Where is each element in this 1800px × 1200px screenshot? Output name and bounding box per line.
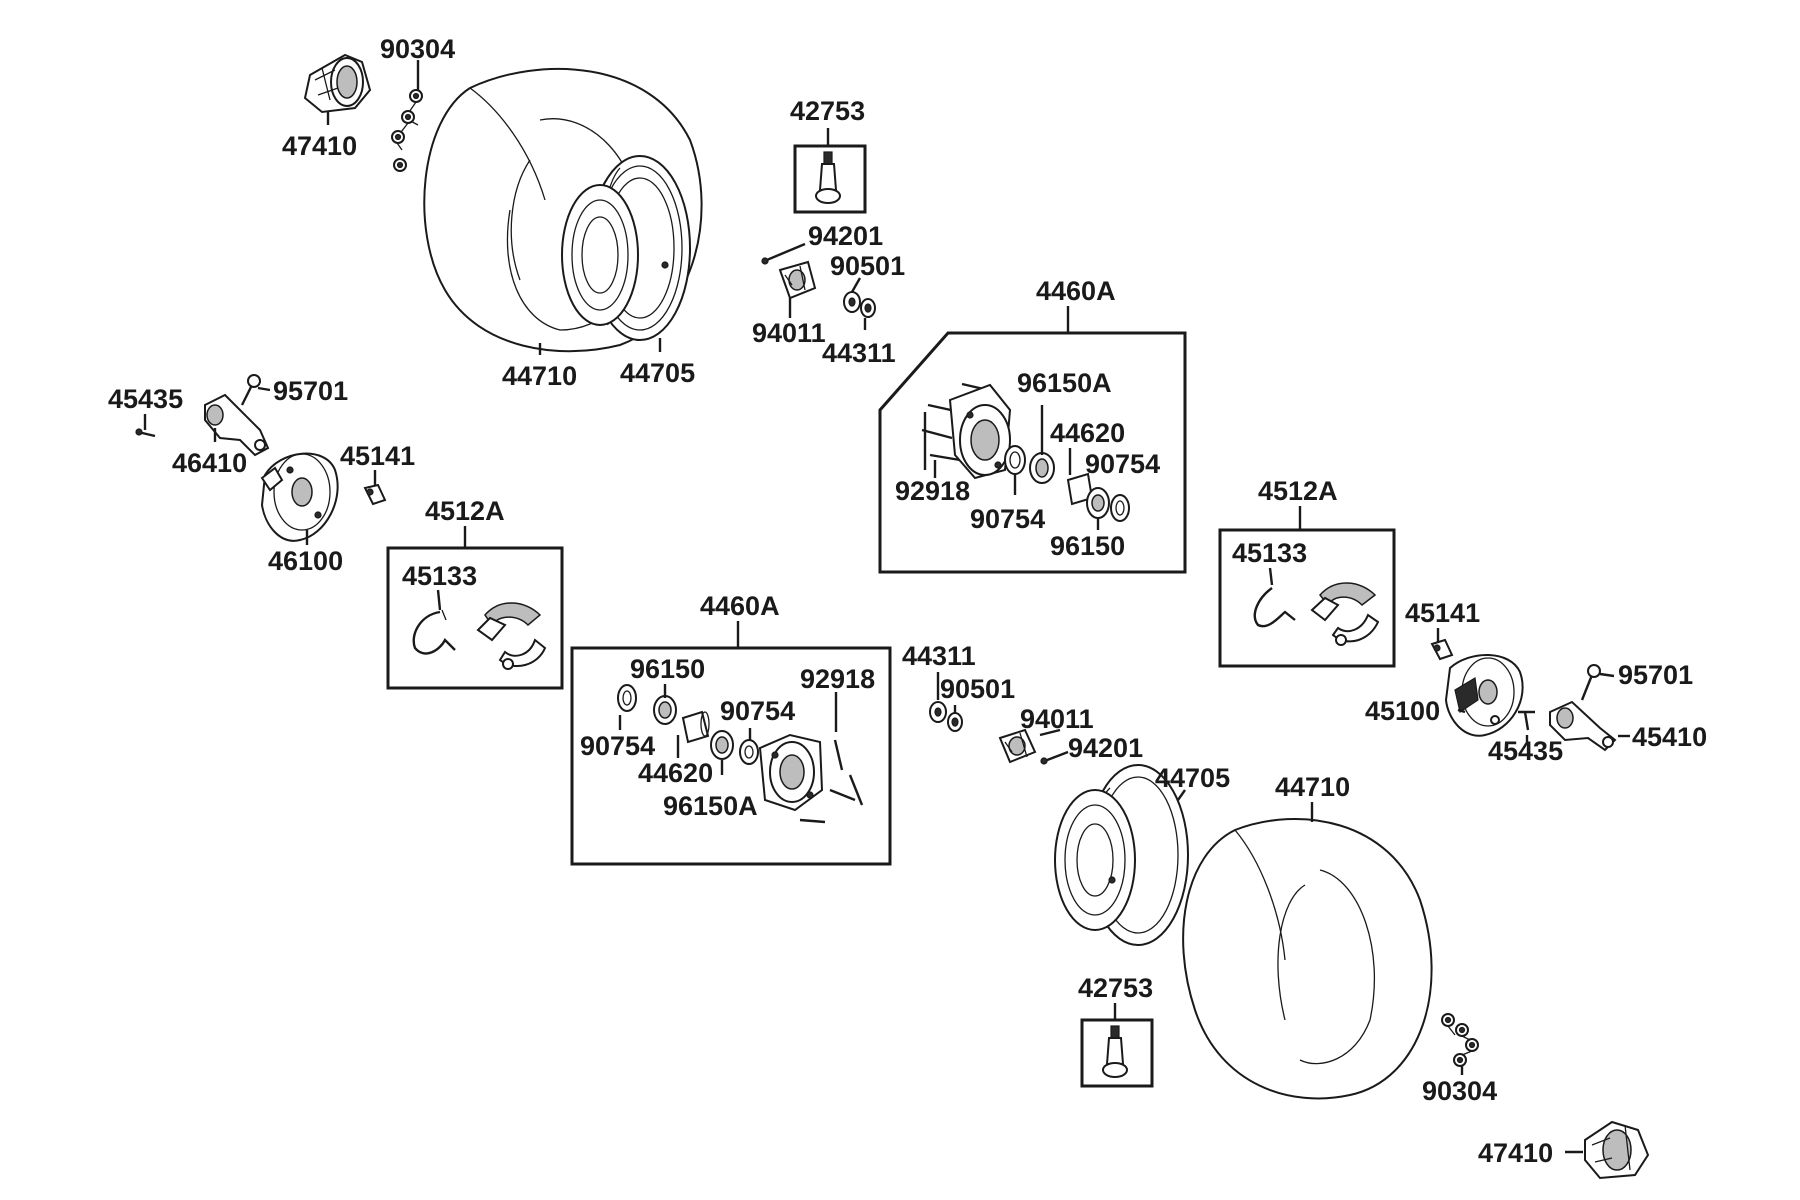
label-44710-top: 44710 (502, 361, 577, 391)
label-46410-left: 46410 (172, 448, 247, 478)
hub-kit-box-center (570, 646, 892, 866)
leader-95701-left (257, 386, 271, 392)
wheel-hub-center (758, 733, 824, 812)
label-45141-right: 45141 (1405, 598, 1480, 628)
brake-shoe-box-left (386, 546, 564, 690)
label-45410-right: 45410 (1632, 722, 1707, 752)
label-94011-bottom: 94011 (1020, 704, 1094, 734)
label-45435-right: 45435 (1488, 736, 1563, 766)
brake-arm-right (1549, 700, 1617, 752)
label-94201-bottom: 94201 (1068, 733, 1143, 763)
label-44620-top: 44620 (1050, 418, 1125, 448)
bolt-95701-left (240, 374, 261, 406)
label-95701-right: 95701 (1618, 660, 1693, 690)
castle-nut-bottom (998, 728, 1037, 764)
leader-44705-bottom (1177, 789, 1186, 801)
label-90304-bottom: 90304 (1422, 1076, 1497, 1106)
label-96150A-center: 96150A (663, 791, 758, 821)
cam-45141-right (1430, 638, 1454, 661)
label-95701-left: 95701 (273, 376, 348, 406)
spring-45133-right (1253, 587, 1296, 628)
label-94201-top: 94201 (808, 221, 883, 251)
label-42753-bottom: 42753 (1078, 973, 1153, 1003)
label-45133-left: 45133 (402, 561, 477, 591)
label-45133-right: 45133 (1232, 538, 1307, 568)
label-44705-top: 44705 (620, 358, 695, 388)
wheel-hub-top (948, 383, 1012, 480)
label-44620-center: 44620 (638, 758, 713, 788)
leader-95701-right (1599, 672, 1615, 678)
brake-arm-left (204, 393, 270, 457)
valve-stem-bottom (1102, 1025, 1128, 1078)
label-46100-left: 46100 (268, 546, 343, 576)
label-90754-top-a: 90754 (1085, 449, 1160, 479)
label-90501-top: 90501 (830, 251, 905, 281)
label-94011-top: 94011 (752, 318, 826, 348)
label-96150A-top: 96150A (1017, 368, 1112, 398)
label-44311-top: 44311 (822, 338, 896, 368)
label-45435-left: 45435 (108, 384, 183, 414)
leader-94011-bottom (1039, 728, 1061, 737)
label-90304: 90304 (380, 34, 455, 64)
brake-shoe-box-right (1218, 528, 1396, 668)
valve-box-bottom (1080, 1018, 1154, 1088)
leader-90501-top (850, 277, 862, 293)
lug-nuts-bottom-right (1441, 1013, 1479, 1067)
brake-shoes-left (476, 602, 547, 670)
label-4512A-left: 4512A (425, 496, 505, 526)
pin-45435-right (1518, 710, 1535, 731)
label-92918-center: 92918 (800, 664, 875, 694)
cotter-pin-bottom (1040, 750, 1069, 765)
label-90754-center-a: 90754 (580, 731, 655, 761)
cam-45141-left (363, 470, 387, 506)
lug-nuts-top-left (391, 60, 423, 172)
spacer-44620-center (681, 710, 710, 744)
leader-45100-right (1457, 708, 1466, 714)
label-90754-center-b: 90754 (720, 696, 795, 726)
label-4460A-center: 4460A (700, 591, 780, 621)
label-44710-bottom: 44710 (1275, 772, 1350, 802)
valve-box-top (793, 144, 867, 214)
brake-shoes-right (1310, 582, 1380, 646)
washers-bottom (929, 701, 963, 732)
label-42753-top: 42753 (790, 96, 865, 126)
label-44311-bottom: 44311 (902, 641, 976, 671)
cotter-pin-top (761, 242, 806, 265)
bolt-95701-right (1580, 664, 1601, 701)
hub-studs-center (799, 739, 864, 824)
leader-45133-right (1268, 567, 1274, 586)
hub-kit-box-top (878, 331, 1187, 574)
tire-bottom-right (1182, 818, 1433, 1100)
leader-45133-left (436, 589, 442, 611)
label-90501-bottom: 90501 (940, 674, 1015, 704)
hub-cap-top-left (303, 53, 372, 114)
pin-45435-left (135, 428, 156, 438)
label-92918-top: 92918 (895, 476, 970, 506)
label-4460A-top: 4460A (1036, 276, 1116, 306)
spring-45133-left (412, 609, 456, 655)
valve-stem-top (815, 151, 841, 204)
label-44705-bottom: 44705 (1155, 763, 1230, 793)
bearing-96150-center (653, 695, 677, 725)
seal-96150-center (617, 684, 637, 712)
rim-bottom-right (1054, 764, 1189, 946)
hub-cap-bottom-right (1584, 1120, 1650, 1180)
rim-top-left (561, 155, 691, 341)
bearing-96150A-center (710, 730, 759, 765)
label-4512A-right: 4512A (1258, 476, 1338, 506)
label-47410-bottom: 47410 (1478, 1138, 1553, 1168)
label-96150-center: 96150 (630, 654, 705, 684)
label-47410: 47410 (282, 131, 357, 161)
label-90754-top-b: 90754 (970, 504, 1045, 534)
brake-panel-right (1444, 654, 1524, 737)
brake-panel-left (260, 452, 339, 542)
label-96150-top: 96150 (1050, 531, 1125, 561)
label-45100-right: 45100 (1365, 696, 1440, 726)
label-45141-left: 45141 (340, 441, 415, 471)
washers-top (843, 291, 876, 318)
castle-nut-top (778, 260, 817, 300)
